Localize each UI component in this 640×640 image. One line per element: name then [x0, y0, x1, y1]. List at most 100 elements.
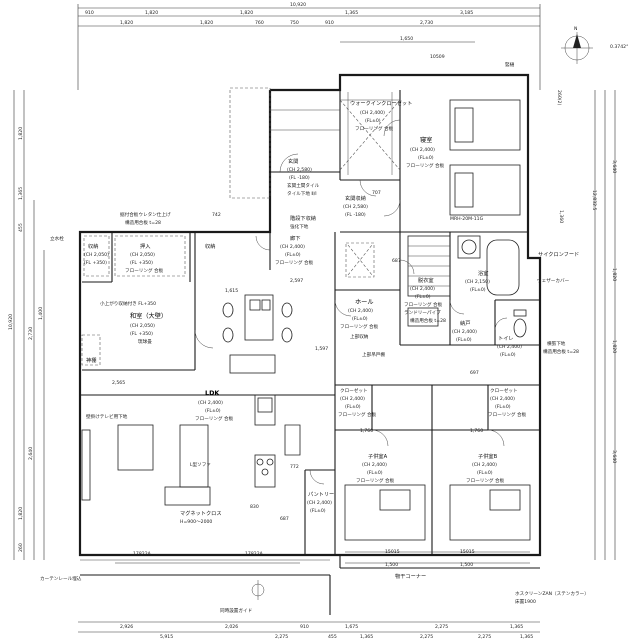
inner-dim-12: 697: [470, 370, 479, 376]
toilet-fl: (FL±0): [500, 352, 516, 358]
note-weather: ウェザーカバー: [537, 277, 570, 284]
genkan-doma: 玄関土間タイル: [287, 182, 320, 189]
bed-master-2: [449, 164, 521, 216]
walkin-ch: (CH 2,400): [360, 110, 385, 116]
entry-l-name: 収納: [88, 242, 98, 250]
dim-total-top: 10,920: [290, 2, 306, 8]
laundry-floor: フローリング 合板: [404, 301, 443, 308]
dim-bot2-7: 1,365: [520, 634, 533, 640]
note-magnet-h: H=900～2000: [180, 519, 212, 525]
pantry-ch: (CH 2,400): [307, 500, 332, 506]
dim-top2-2: 1,820: [200, 20, 213, 26]
dim-left-6: 2,730: [28, 327, 34, 340]
right-dimensions: 3,640 1,820 1,820 3,640 12,832.5 1,360 2…: [556, 44, 628, 560]
inner-dim-1: 1,615: [225, 288, 238, 294]
wc2-fl: (FL±0): [495, 404, 511, 410]
dim-bot2-4: 1,365: [360, 634, 373, 640]
note-screen2: 床置1900: [515, 598, 536, 605]
inner-dim-13: 742: [212, 212, 221, 218]
dim-right-inner-3: 260(2): [556, 90, 562, 105]
toilet-icon: [513, 318, 527, 338]
entry-l-fl: (FL +350): [84, 260, 107, 266]
dim-top2-1: 1,820: [120, 20, 133, 26]
kid-b-name: 子供室B: [478, 452, 498, 460]
washitsu-ch: (CH 2,050): [130, 323, 155, 329]
inner-dim-14: 17822A: [133, 551, 152, 557]
closet-hall-name: 階段下収納: [290, 214, 316, 222]
dim-bot-1: 2,926: [120, 624, 133, 630]
dim-top-2: 1,820: [145, 10, 158, 16]
oshiire-floor: フローリング 合板: [125, 267, 164, 274]
dim-right-inner-1: 12,832.5: [591, 190, 597, 211]
dim-left-1: 1,820: [18, 127, 24, 140]
dim-top3: 1,650: [400, 36, 413, 42]
storage-ch: (CH 2,400): [452, 329, 477, 335]
toilet-name: トイレ: [498, 336, 514, 342]
top-dimensions: 10,920 910 1,820 1,820 1,365 3,185 1,820…: [77, 2, 541, 90]
kid-a-fl: (FL±0): [367, 470, 383, 476]
hall-floor: フローリング 合板: [340, 323, 379, 330]
dim-left-4: 10,920: [8, 314, 14, 330]
hall-storage-fl: (FL -180): [345, 212, 366, 218]
left-dimensions: 1,820 1,365 455 10,920 1,400 2,730 2,640…: [8, 90, 45, 560]
dim-bot-2: 2,026: [225, 624, 238, 630]
inner-dim-18: 1,500: [385, 562, 398, 568]
washitsu-fl: (FL +350): [130, 331, 153, 337]
dim-bot-6: 1,365: [510, 624, 523, 630]
wc2-ch: (CH 2,400): [490, 396, 515, 402]
mark-faucet: 立水栓: [50, 235, 64, 242]
genkan-doma-line: タイル下地 Ⅱ/I: [287, 190, 317, 197]
dim-top4: 10509: [430, 54, 445, 60]
laundry-ch: (CH 2,400): [410, 286, 435, 292]
genkan-ch: (CH 2,580): [287, 167, 312, 173]
wc1-name: クローゼット: [340, 387, 368, 394]
kid-a-floor: フローリング 合板: [356, 477, 395, 484]
genkan-name: 玄関: [288, 157, 298, 165]
corridor-fl: (FL±0): [285, 252, 301, 258]
hall-name: ホール: [355, 299, 374, 306]
inner-dim-11: 687: [392, 258, 401, 264]
closet-hall-line: 強化下地: [290, 223, 309, 230]
note-laundry2: 構造用合板 t=28: [410, 317, 446, 324]
master-floor: フローリング 合板: [406, 162, 445, 169]
note-cyclone: サイクロンフード: [538, 251, 579, 258]
tv-board: [117, 424, 154, 471]
inner-dim-3: 2,565: [112, 380, 125, 386]
compass-icon: N: [561, 26, 593, 64]
corridor-floor: フローリング 合板: [275, 259, 314, 266]
walkin-name: ウォークインクローゼット: [350, 99, 412, 107]
dim-left-7: 2,640: [28, 447, 34, 460]
dim-right-2: 1,820: [611, 268, 617, 281]
note-monohoshi: 物干コーナー: [395, 572, 426, 580]
dim-top2-5: 910: [325, 20, 334, 26]
koagari-note: 小上がり収納付き FL+350: [100, 300, 156, 307]
inner-dim-8: 687: [280, 516, 289, 522]
note-handrail: 上部収納: [350, 333, 369, 340]
fixtures: [81, 92, 531, 541]
inner-dim-6: 1,597: [315, 346, 328, 352]
dim-top2-3: 760: [255, 20, 264, 26]
bed-master-1: [449, 99, 521, 151]
inner-dim-10: 707: [372, 190, 381, 196]
note-handrail2: 上部吊戸棚: [362, 351, 385, 358]
exterior: [80, 551, 540, 615]
corridor-ch: (CH 2,400): [280, 244, 305, 250]
inner-dim-16: 15015: [385, 549, 400, 555]
storage-name: 納戸: [460, 319, 470, 327]
dim-right-3: 1,820: [611, 340, 617, 353]
dim-right-4: 3,640: [611, 450, 617, 463]
ldk-floor: フローリング 合板: [195, 415, 234, 422]
kid-a-name: 子供室A: [368, 452, 388, 460]
stairs: [407, 235, 451, 297]
sofa-icon: [179, 424, 209, 488]
kid-b-ch: (CH 2,400): [472, 462, 497, 468]
dim-bot2-2: 2,275: [275, 634, 288, 640]
bathtub-icon: [486, 239, 520, 296]
kamidana-name: 神棚: [86, 356, 96, 364]
wc2-name: クローゼット: [490, 387, 518, 394]
kid-b-fl: (FL±0): [477, 470, 493, 476]
master-fl: (FL±0): [418, 155, 434, 161]
note-magnet: マグネットクロス: [180, 509, 222, 517]
dim-right-1: 3,640: [611, 160, 617, 173]
ldk-fl: (FL±0): [205, 408, 221, 414]
